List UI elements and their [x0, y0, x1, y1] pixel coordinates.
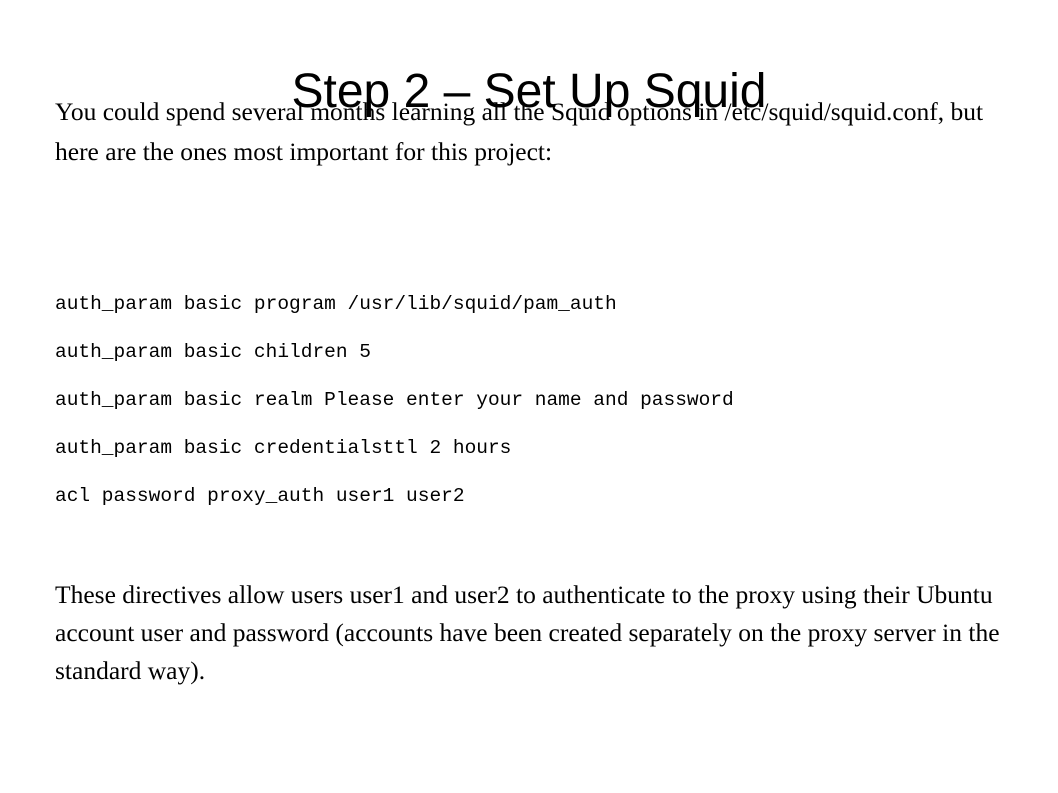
- intro-paragraph: You could spend several months learning …: [55, 97, 984, 166]
- code-line: auth_param basic program /usr/lib/squid/…: [55, 293, 617, 315]
- config-code-block: auth_param basic program /usr/lib/squid/…: [55, 280, 1035, 520]
- code-line: auth_param basic realm Please enter your…: [55, 389, 734, 411]
- outro-paragraph: These directives allow users user1 and u…: [55, 580, 1000, 685]
- slide-title: Step 2 – Set Up Squid: [291, 65, 767, 118]
- code-line: acl password proxy_auth user1 user2: [55, 485, 465, 507]
- code-line: auth_param basic credentialsttl 2 hours: [55, 437, 512, 459]
- code-line: auth_param basic children 5: [55, 341, 371, 363]
